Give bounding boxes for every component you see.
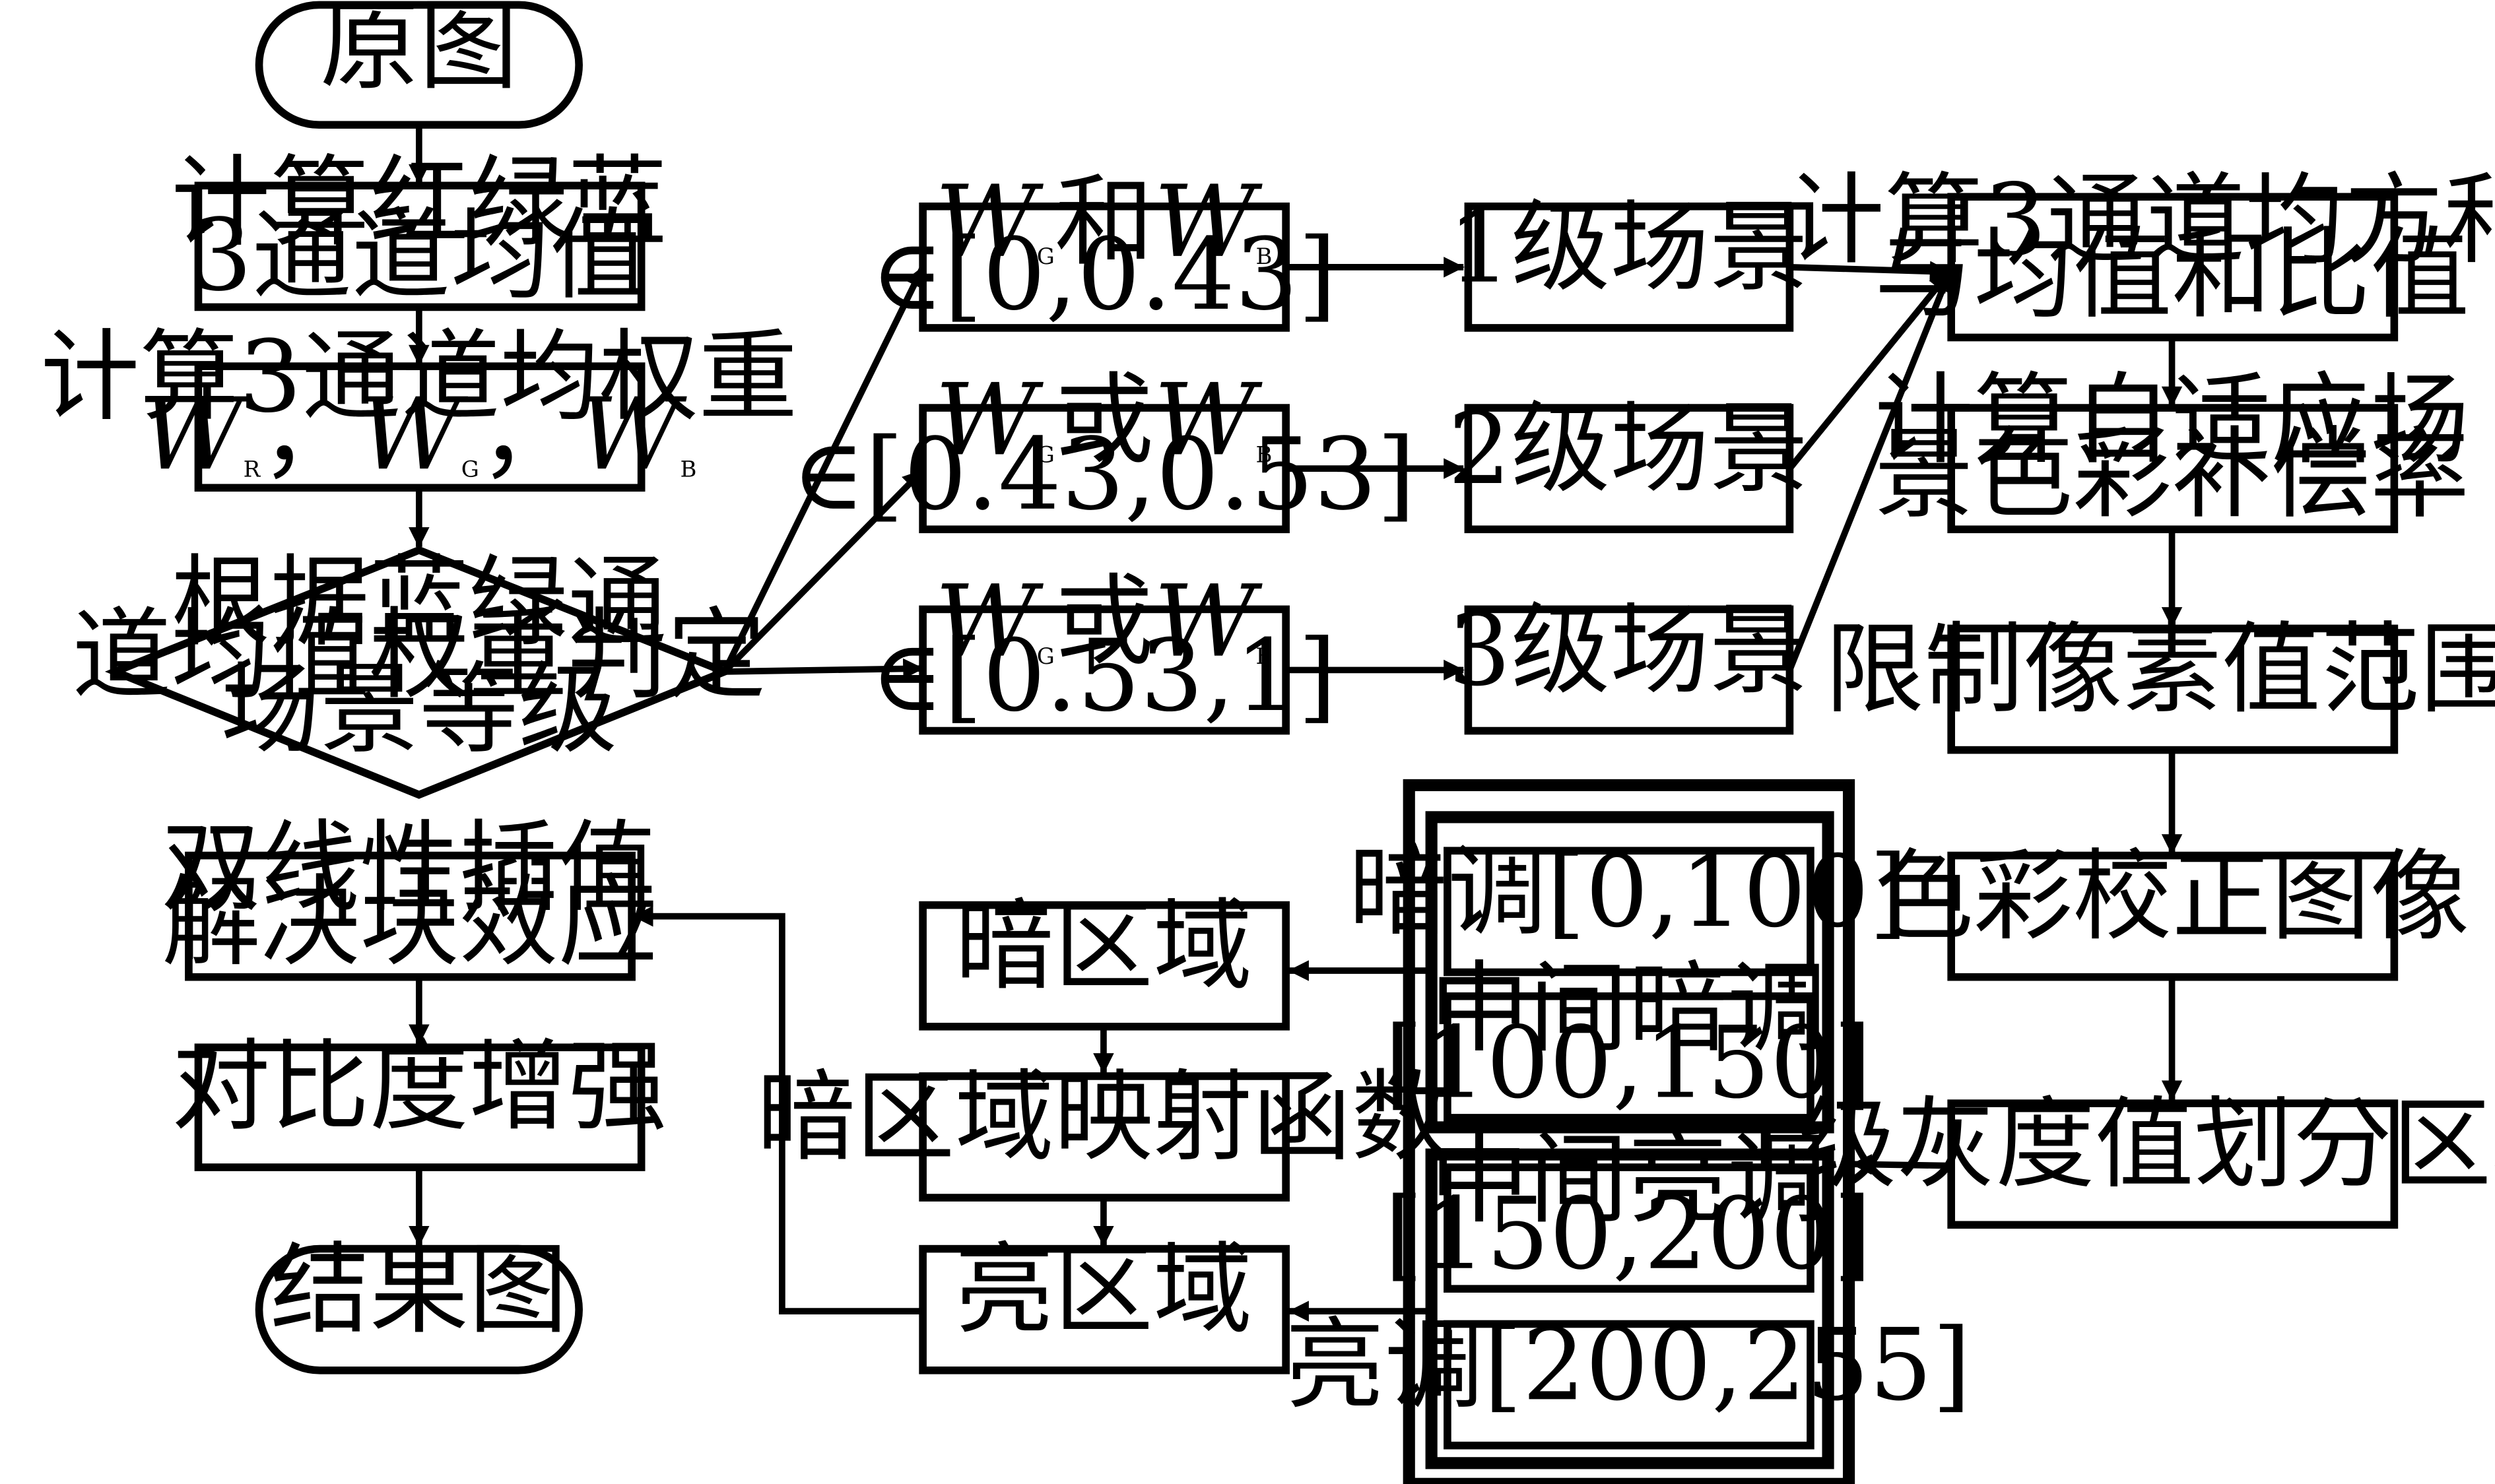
node-calc-adapt-line1: 计算自适应场 xyxy=(1875,363,2469,478)
node-range2-condition: WG或WB xyxy=(935,363,1272,478)
node-result: 结果图 xyxy=(255,1233,583,1374)
node-range3: WG或WB ∈[0.53,1] xyxy=(871,565,1337,735)
node-bright-tone-label: 亮调[200,255] xyxy=(1285,1308,1971,1423)
node-partition-label: 1级灰度值划分区域 xyxy=(1734,1087,2495,1202)
subscript-b: B xyxy=(1256,243,1273,269)
node-range1: WG和WB ∈[0,0.43] xyxy=(871,165,1337,333)
node-bright-region: 亮区域 xyxy=(919,1233,1290,1374)
subscript-b: B xyxy=(681,456,697,482)
edge-decide-to-range3 xyxy=(724,658,924,680)
symbol-w: W xyxy=(141,377,250,492)
separator: ， xyxy=(479,377,578,492)
node-calc-weight: 计算3通道均权重 WR，WG，WB xyxy=(40,320,797,492)
node-bright-tone: 亮调[200,255] xyxy=(1285,1308,1971,1450)
node-range2: WG或WB ∈[0.43,0.53] xyxy=(791,363,1415,534)
symbol-w: W xyxy=(1154,363,1263,478)
node-mid-bright-tone-line1: 中间亮调 xyxy=(1430,1122,1826,1237)
symbol-w: W xyxy=(935,363,1044,478)
symbol-w: W xyxy=(1154,165,1263,280)
node-contrast-label: 对比度增强 xyxy=(171,1030,667,1145)
node-limit-label: 限制像素值范围 xyxy=(1825,612,2495,727)
node-level2: 2级场景 xyxy=(1448,392,1809,534)
node-calc-mean-line2: 3通道均值 xyxy=(189,199,649,313)
subscript-g: G xyxy=(461,456,479,482)
symbol-w: W xyxy=(359,377,468,492)
symbol-w: W xyxy=(935,565,1044,680)
node-calc-adapt: 计算自适应场 景色彩补偿率 xyxy=(1875,363,2469,534)
node-level1-label: 1级场景 xyxy=(1448,191,1809,306)
edge-partition-to-tones xyxy=(1851,1153,1950,1175)
subscript-b: B xyxy=(1256,643,1273,669)
node-level3: 3级场景 xyxy=(1448,593,1809,735)
edge-decide-to-range1 xyxy=(721,265,926,674)
edge-level3-to-var xyxy=(1786,271,1953,672)
node-limit: 限制像素值范围 xyxy=(1825,612,2495,754)
tone-dark-frame xyxy=(1425,811,1834,1134)
node-range3-interval: ∈[0.53,1] xyxy=(871,619,1337,734)
symbol-w: W xyxy=(1154,565,1263,680)
node-dark-region-label: 暗区域 xyxy=(955,889,1253,1004)
node-contrast: 对比度增强 xyxy=(171,1030,667,1171)
node-result-label: 结果图 xyxy=(271,1233,568,1348)
node-level1: 1级场景 xyxy=(1448,191,1809,332)
node-decide-line1: 根据蓝绿通 xyxy=(171,546,667,661)
separator: ， xyxy=(260,377,359,492)
node-bilinear-line2: 解决块效应 xyxy=(162,865,657,980)
node-calc-var-line2: 与均值和比值 xyxy=(1875,218,2469,333)
node-original: 原图 xyxy=(255,0,583,129)
node-bilinear-line1: 双线性插值 xyxy=(162,811,657,926)
node-bright-region-label: 亮区域 xyxy=(955,1233,1253,1348)
subscript-r: R xyxy=(244,456,261,482)
node-original-label: 原图 xyxy=(320,0,518,104)
node-correct-label: 色彩校正图像 xyxy=(1875,839,2469,954)
node-calc-adapt-line2: 景色彩补偿率 xyxy=(1875,418,2469,532)
node-mid-bright-tone-line2: [150,200] xyxy=(1384,1177,1871,1292)
node-range3-condition: WG或WB xyxy=(935,565,1272,680)
node-decide-line3: 场景等级 xyxy=(220,653,617,767)
node-dark-map: 暗区域映射函数 xyxy=(756,1060,1451,1202)
tone-group: 暗调[0,100] 中间暗调 [100,150] 中间亮调 [150,200] … xyxy=(1285,779,1971,1484)
edge-bright-region-to-bilinear xyxy=(632,905,923,1314)
node-range2-interval: ∈[0.43,0.53] xyxy=(791,418,1415,532)
node-dark-tone: 暗调[0,100] xyxy=(1348,835,1908,977)
node-partition: 1级灰度值划分区域 xyxy=(1734,1087,2495,1229)
node-dark-tone-label: 暗调[0,100] xyxy=(1348,835,1908,950)
subscript-g: G xyxy=(1037,243,1055,269)
tone-bright-frame xyxy=(1425,1148,1834,1469)
conjunction: 或 xyxy=(1055,565,1154,680)
node-mid-dark-tone-line1: 中间暗调 xyxy=(1430,952,1826,1066)
node-range1-condition: WG和WB xyxy=(935,165,1272,280)
node-bilinear: 双线性插值 解决块效应 xyxy=(162,811,657,981)
node-mid-bright-tone: 中间亮调 [150,200] xyxy=(1384,1122,1872,1293)
edge-level1-to-var xyxy=(1789,261,1951,282)
node-calc-var: 计算3通道均方和 与均值和比值 xyxy=(1785,163,2495,342)
conjunction: 和 xyxy=(1055,165,1154,280)
edge-level2-to-var xyxy=(1787,270,1952,471)
subscript-b: B xyxy=(1256,441,1273,467)
node-mid-dark-tone: 中间暗调 [100,150] xyxy=(1384,952,1872,1122)
conjunction: 或 xyxy=(1055,363,1154,478)
node-calc-weight-label: 计算3通道均权重 xyxy=(40,320,797,435)
node-level3-label: 3级场景 xyxy=(1448,593,1809,708)
node-calc-mean: 计算红绿蓝 3通道均值 xyxy=(171,146,667,313)
node-dark-map-label: 暗区域映射函数 xyxy=(756,1060,1451,1175)
node-dark-region: 暗区域 xyxy=(919,889,1290,1031)
symbol-w: W xyxy=(935,165,1044,280)
subscript-g: G xyxy=(1037,441,1055,467)
node-calc-weight-formula: WR，WG，WB xyxy=(141,377,696,492)
node-level2-label: 2级场景 xyxy=(1448,392,1809,507)
node-decide: 根据蓝绿通 道均值权重判定 场景等级 xyxy=(72,546,766,799)
symbol-w: W xyxy=(578,377,687,492)
node-mid-dark-tone-line2: [100,150] xyxy=(1384,1006,1871,1120)
edges xyxy=(409,125,2183,1322)
node-calc-mean-line1: 计算红绿蓝 xyxy=(171,146,667,261)
node-decide-line2: 道均值权重判定 xyxy=(72,598,766,713)
node-range1-interval: ∈[0,0.43] xyxy=(871,218,1337,333)
subscript-g: G xyxy=(1037,643,1055,669)
edge-decide-to-range2 xyxy=(722,468,925,674)
node-calc-var-line1: 计算3通道均方和 xyxy=(1785,163,2495,278)
node-correct: 色彩校正图像 xyxy=(1875,839,2469,981)
